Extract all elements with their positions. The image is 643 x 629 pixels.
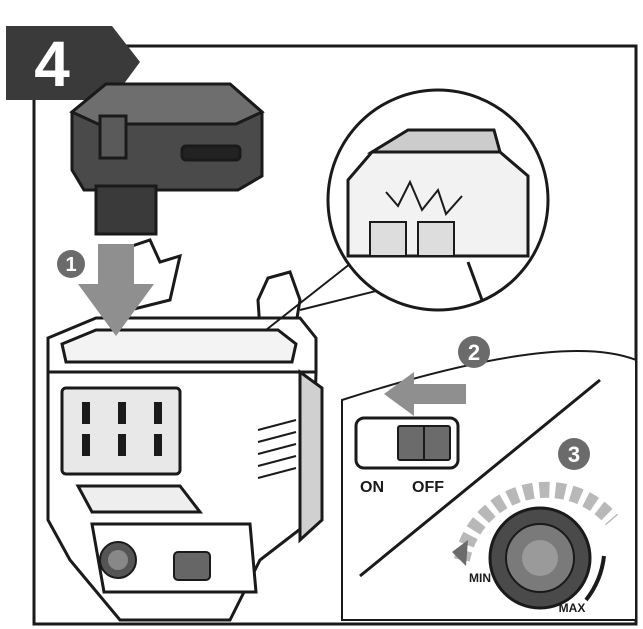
switch-on-label: ON [360, 479, 384, 496]
switch-off-label: OFF [412, 479, 444, 496]
callout-2-number: 2 [468, 340, 480, 365]
battery-insert-arrow-icon [78, 244, 154, 336]
device-knob-icon [99, 541, 137, 579]
speed-dial-icon [452, 481, 619, 610]
zoom-lines [265, 255, 389, 331]
callout-2: 2 [458, 336, 490, 368]
step-number: 4 [34, 28, 70, 100]
detail-magnifier [326, 88, 550, 312]
battery-pack-icon [69, 82, 265, 236]
callout-1: 1 [57, 250, 85, 278]
power-switch-icon [354, 416, 460, 470]
callout-3-number: 3 [568, 442, 580, 467]
vent-slots [82, 402, 162, 456]
step-badge: 4 [6, 26, 140, 100]
slide-left-arrow-icon [384, 372, 466, 416]
callout-3: 3 [558, 438, 590, 470]
detail-divider [359, 378, 601, 578]
dial-max-label: MAX [559, 601, 586, 615]
dial-min-label: MIN [469, 571, 491, 585]
side-ribbing [257, 419, 297, 479]
device-switch [173, 551, 211, 581]
callout-1-number: 1 [65, 254, 76, 276]
